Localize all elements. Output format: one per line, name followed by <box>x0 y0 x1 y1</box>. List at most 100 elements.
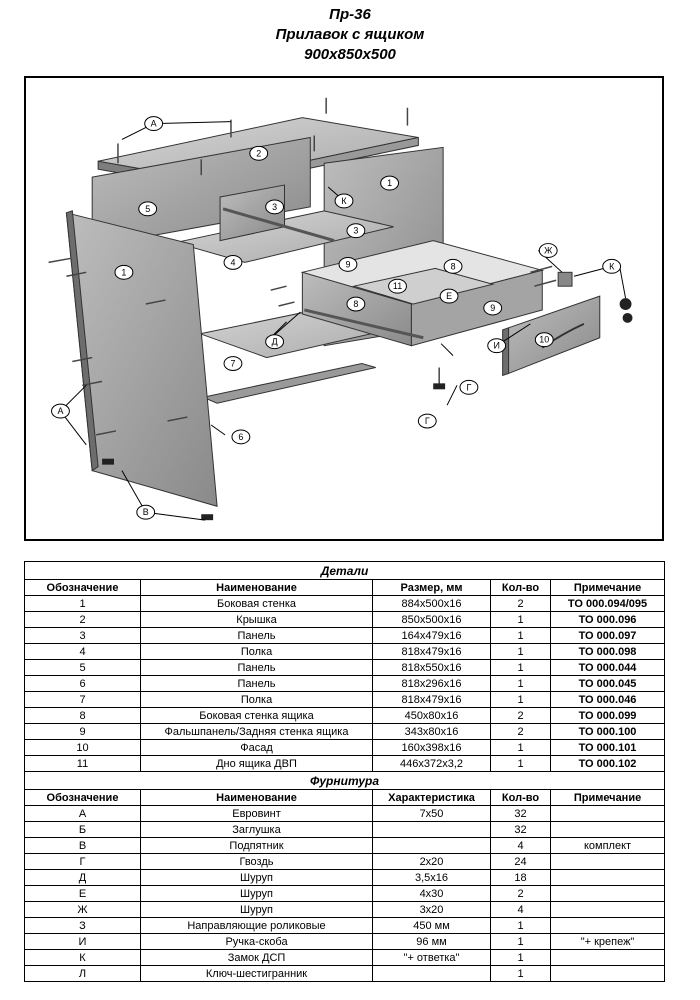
callout-label: А <box>144 116 164 132</box>
details-cell: ТО 000.097 <box>549 627 666 644</box>
hardware-cell: 4 <box>490 837 551 854</box>
callout-label: К <box>602 258 622 274</box>
details-cell: 2 <box>490 707 551 724</box>
details-cell: Боковая стенка ящика <box>140 707 373 724</box>
details-cell: Панель <box>140 659 373 676</box>
callout-label: В <box>136 504 156 520</box>
details-cell: 1 <box>24 595 141 612</box>
details-cell: 818х479х16 <box>372 643 491 660</box>
callout-label: 7 <box>223 356 243 371</box>
hardware-cell <box>372 821 491 838</box>
hardware-cell: Ключ-шестигранник <box>140 965 373 982</box>
details-cell: 818х479х16 <box>372 691 491 708</box>
callout-label: 11 <box>388 278 407 294</box>
callout-text: 9 <box>490 303 495 313</box>
details-cell: 6 <box>24 675 141 692</box>
details-cell: ТО 000.044 <box>549 659 666 676</box>
col-designation: Обозначение <box>24 789 141 806</box>
hardware-cell: Гвоздь <box>140 853 373 870</box>
details-cell: 5 <box>24 659 141 676</box>
hardware-cell: 24 <box>490 853 551 870</box>
hardware-cell: Б <box>24 821 141 838</box>
callout-text: 3 <box>353 226 358 236</box>
callout-text: 1 <box>387 178 392 188</box>
col-size: Размер, мм <box>372 579 491 596</box>
details-cell: ТО 000.099 <box>549 707 666 724</box>
hardware-cell: 18 <box>490 869 551 886</box>
callout-label: 1 <box>114 264 134 280</box>
details-cell: ТО 000.098 <box>549 643 666 660</box>
product-code: Пр-36 <box>329 6 371 23</box>
details-cell: 818х550х16 <box>372 659 491 676</box>
callout-label: 5 <box>138 201 158 217</box>
hardware-cell: 1 <box>490 917 551 934</box>
col-characteristic: Характеристика <box>372 789 491 806</box>
hardware-cell: Л <box>24 965 141 982</box>
details-cell: Дно ящика ДВП <box>140 755 373 772</box>
callout-text: 6 <box>238 432 243 442</box>
details-cell: 1 <box>490 739 551 756</box>
details-cell: 818х296х16 <box>372 675 491 692</box>
callout-text: Д <box>272 337 278 347</box>
hardware-cell: Подпятник <box>140 837 373 854</box>
details-cell: 850х500х16 <box>372 611 491 628</box>
callout-text: 4 <box>230 257 235 267</box>
hardware-header-row: Обозначение Наименование Характеристика … <box>24 789 666 806</box>
hardware-cell: Направляющие роликовые <box>140 917 373 934</box>
details-cell: 1 <box>490 755 551 772</box>
details-cell: 2 <box>490 595 551 612</box>
details-cell: 160х398х16 <box>372 739 491 756</box>
col-name: Наименование <box>140 789 373 806</box>
callout-label: А <box>51 403 70 419</box>
details-cell: 343х80х16 <box>372 723 491 740</box>
callout-text: Ж <box>544 245 553 255</box>
hardware-cell: "+ ответка" <box>372 949 491 966</box>
details-cell: ТО 000.096 <box>549 611 666 628</box>
hardware-cell <box>549 949 666 966</box>
callout-text: Г <box>425 416 430 426</box>
callout-text: И <box>493 341 499 351</box>
details-cell: 3 <box>24 627 141 644</box>
hardware-cell: И <box>24 933 141 950</box>
callout-label: 4 <box>223 254 243 270</box>
details-cell: 1 <box>490 643 551 660</box>
col-note: Примечание <box>549 789 666 806</box>
hardware-cell: 450 мм <box>372 917 491 934</box>
col-qty: Кол-во <box>490 579 551 596</box>
details-section-title: Детали <box>23 561 666 580</box>
callout-label: Д <box>265 334 285 350</box>
details-cell: 164х479х16 <box>372 627 491 644</box>
hardware-cell: З <box>24 917 141 934</box>
details-cell: Полка <box>140 691 373 708</box>
details-cell: ТО 000.094/095 <box>549 595 666 612</box>
callout-label: Г <box>459 379 479 395</box>
details-cell: ТО 000.045 <box>549 675 666 692</box>
hardware-cell: 2 <box>490 885 551 902</box>
hardware-cell: Заглушка <box>140 821 373 838</box>
details-cell: Фасад <box>140 739 373 756</box>
callout-label: Ж <box>538 243 558 258</box>
callout-text: Е <box>446 291 452 301</box>
details-cell: 450х80х16 <box>372 707 491 724</box>
callout-label: К <box>334 193 354 209</box>
callout-text: 8 <box>451 261 456 271</box>
details-cell: 446х372х3,2 <box>372 755 491 772</box>
callout-label: 6 <box>231 429 251 445</box>
details-cell: ТО 000.046 <box>549 691 666 708</box>
hardware-cell: В <box>24 837 141 854</box>
product-name: Прилавок с ящиком <box>275 26 425 43</box>
callout-label: 8 <box>346 296 366 312</box>
hardware-cell: Ж <box>24 901 141 918</box>
hardware-cell: Е <box>24 885 141 902</box>
